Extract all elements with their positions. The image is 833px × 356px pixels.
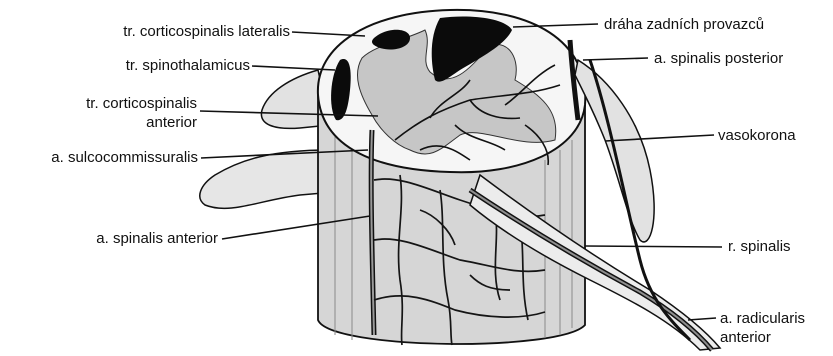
label-a-sulcocommissuralis: a. sulcocommissuralis [51,149,198,166]
label-a-spinalis-anterior: a. spinalis anterior [96,230,218,247]
label-a-radicularis-1: a. radicularis [720,310,805,327]
label-r-spinalis: r. spinalis [728,238,791,255]
label-tr-spinothalamicus: tr. spinothalamicus [126,57,250,74]
label-tr-corticospinalis-lateralis: tr. corticospinalis lateralis [123,23,290,40]
label-tr-corticospinalis-anterior-2: anterior [146,114,197,131]
label-draha-zadnich-provazcu: dráha zadních provazců [604,16,764,33]
label-tr-corticospinalis-anterior-1: tr. corticospinalis [86,95,197,112]
label-a-radicularis-2: anterior [720,329,771,346]
label-vasokorona: vasokorona [718,127,796,144]
label-a-spinalis-posterior: a. spinalis posterior [654,50,783,67]
left-nerve-root [200,150,335,208]
